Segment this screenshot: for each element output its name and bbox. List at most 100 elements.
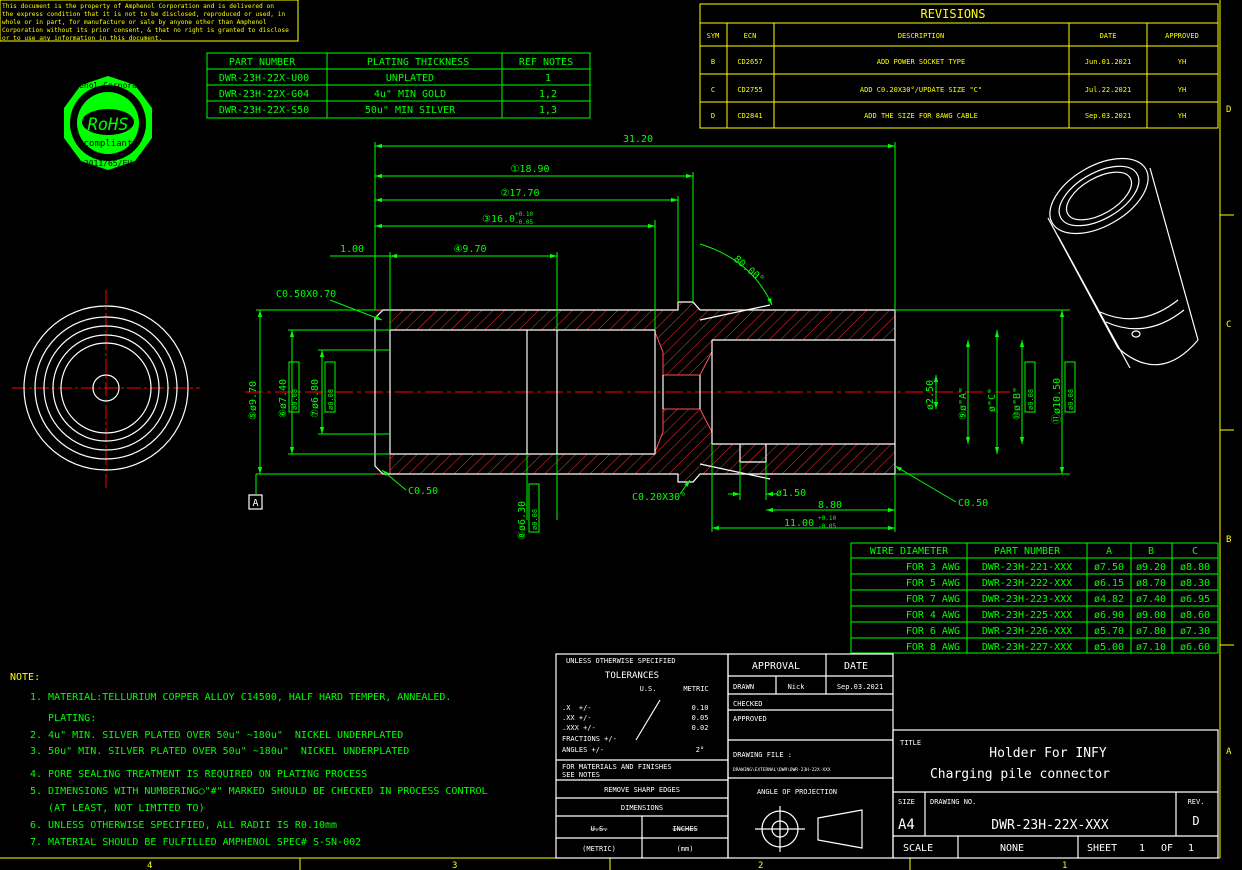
dim-dia-9-70: ⑤ø9.70	[248, 381, 259, 420]
approval-block: APPROVAL DATE DRAWN Nick Sep.03.2021 CHE…	[727, 653, 894, 859]
dim-tol-630: ø0.08	[531, 509, 539, 530]
size-value: A4	[898, 817, 915, 833]
sheet-value: 1	[1139, 843, 1145, 854]
tol-head2: TOLERANCES	[605, 671, 659, 681]
tol-row-label: .XXX +/-	[562, 724, 596, 732]
tol-materials1: FOR MATERIALS AND FINISHES	[562, 763, 672, 771]
wire-cell: ø7.80	[1136, 626, 1166, 637]
note-line: 1. MATERIAL:TELLURIUM COPPER ALLOY C1450…	[30, 692, 451, 703]
wire-cell: ø8.60	[1180, 610, 1210, 621]
wire-cell: ø5.00	[1094, 642, 1124, 653]
approval-drawn-date: Sep.03.2021	[837, 683, 883, 691]
wire-header: B	[1148, 546, 1154, 557]
border-zone-c: C	[1226, 320, 1231, 330]
scale-value: NONE	[1000, 843, 1024, 854]
rohs-bottom-text: 2011/65/EU	[84, 159, 132, 168]
sheet-total: 1	[1188, 843, 1194, 854]
plating-cell: 1,3	[539, 105, 557, 116]
note-line: 2. 4u" MIN. SILVER PLATED OVER 50u" ~180…	[30, 730, 403, 741]
dim-16-0: ③16.0	[482, 214, 515, 225]
dim-c050-right: C0.50	[958, 498, 988, 509]
plating-cell: 1,2	[539, 89, 557, 100]
border-zone-a: A	[1226, 747, 1232, 757]
scale-label: SCALE	[903, 843, 933, 854]
disclaimer-line: the express condition that it is not to …	[2, 11, 285, 18]
disclaimer-line: Corporation without its prior consent, &…	[2, 27, 289, 34]
wire-cell: ø6.90	[1094, 610, 1124, 621]
note-line: 5. DIMENSIONS WITH NUMBERING○"#" MARKED …	[30, 786, 488, 797]
tol-angles: ANGLES +/-	[562, 746, 604, 754]
wire-cell: ø9.20	[1136, 562, 1166, 573]
rev-header: ECN	[744, 32, 757, 40]
rev-cell: YH	[1178, 86, 1186, 94]
dim-dia-c: ø"C"	[987, 388, 998, 412]
dim-16-0-tol-up: +0.10	[515, 211, 533, 218]
approval-drawn-by: Nick	[788, 683, 806, 691]
dim-dia-b: ⑩ø"B"	[1012, 387, 1023, 420]
plating-header: PART NUMBER	[229, 57, 296, 68]
section-hatch-bottom	[375, 408, 896, 483]
dim-angle: 80.00°	[731, 254, 766, 286]
title-line-2: Charging pile connector	[930, 767, 1110, 782]
title-label: TITLE	[900, 739, 921, 747]
rohs-seal: RoHS compliant Amphenol Corporation 2011…	[60, 76, 156, 170]
tolerance-block: UNLESS OTHERWISE SPECIFIED TOLERANCES U.…	[555, 653, 729, 859]
tol-metric-label: (METRIC)	[582, 845, 616, 853]
dim-dia-1-50: ø1.50	[776, 488, 806, 499]
wire-cell: ø6.15	[1094, 578, 1124, 589]
dim-tol-740: ø0.08	[291, 389, 299, 410]
plating-cell: UNPLATED	[386, 73, 434, 84]
sheet-of: OF	[1161, 843, 1173, 854]
dim-c020x30: C0.20X30°	[632, 492, 686, 503]
approval-date-header: DATE	[844, 661, 868, 672]
rohs-center-text: RoHS	[88, 115, 129, 135]
rev-cell: YH	[1178, 112, 1186, 120]
tol-row-label: .XX +/-	[562, 714, 592, 722]
plating-header: PLATING THICKNESS	[367, 57, 469, 68]
note-line: 4. PORE SEALING TREATMENT IS REQUIRED ON…	[30, 769, 367, 780]
size-label: SIZE	[898, 798, 915, 806]
rev-cell: C	[711, 86, 715, 94]
section-view	[245, 301, 1010, 483]
dim-dia-6-80: ⑦ø6.80	[310, 379, 321, 418]
tol-row-label: .X +/-	[562, 704, 592, 712]
angle-of-projection: ANGLE OF PROJECTION	[757, 788, 837, 796]
wire-cell: ø7.40	[1136, 594, 1166, 605]
tol-dimensions: DIMENSIONS	[621, 804, 663, 812]
approval-header: APPROVAL	[752, 661, 800, 672]
note-line: 6. UNLESS OTHERWISE SPECIFIED, ALL RADII…	[30, 820, 337, 831]
rev-header: DATE	[1100, 32, 1117, 40]
tol-mm: (mm)	[677, 845, 694, 853]
rev-cell: Jul.22.2021	[1085, 86, 1131, 94]
wire-cell: ø8.80	[1180, 562, 1210, 573]
wire-cell: FOR 8 AWG	[906, 642, 960, 653]
title-block: TITLE Holder For INFY Charging pile conn…	[892, 729, 1219, 859]
border-zone-d: D	[1226, 105, 1231, 115]
disclaimer-box: This document is the property of Ampheno…	[0, 0, 299, 42]
wire-cell: ø7.10	[1136, 642, 1166, 653]
disclaimer-line: or to use any information in this docume…	[2, 35, 162, 42]
wire-header: A	[1106, 546, 1112, 557]
drawing-no-value: DWR-23H-22X-XXX	[991, 818, 1109, 833]
tol-materials2: SEE NOTES	[562, 771, 600, 779]
datum-a: A	[252, 498, 258, 509]
dim-11-00-tol-up: +0.10	[818, 515, 836, 522]
wire-cell: ø7.30	[1180, 626, 1210, 637]
tol-row-value: 0.10	[692, 704, 709, 712]
rev-cell: D	[711, 112, 715, 120]
projection-symbol-icon	[755, 806, 863, 852]
note-line: (AT LEAST, NOT LIMITED TO)	[30, 803, 205, 814]
wire-header: WIRE DIAMETER	[870, 546, 949, 557]
wire-cell: ø4.82	[1094, 594, 1124, 605]
wire-header: PART NUMBER	[994, 546, 1061, 557]
rohs-mid-text: compliant	[84, 139, 133, 149]
title-line-1: Holder For INFY	[989, 746, 1107, 761]
approval-drawn: DRAWN	[733, 683, 754, 691]
plating-cell: 4u" MIN GOLD	[374, 89, 446, 100]
revisions-title: REVISIONS	[920, 7, 985, 21]
plating-cell: DWR-23H-22X-U00	[219, 73, 309, 84]
wire-cell: ø9.00	[1136, 610, 1166, 621]
dim-11-00-tol-dn: -0.05	[818, 523, 836, 530]
rev-cell: ADD POWER SOCKET TYPE	[877, 58, 966, 66]
